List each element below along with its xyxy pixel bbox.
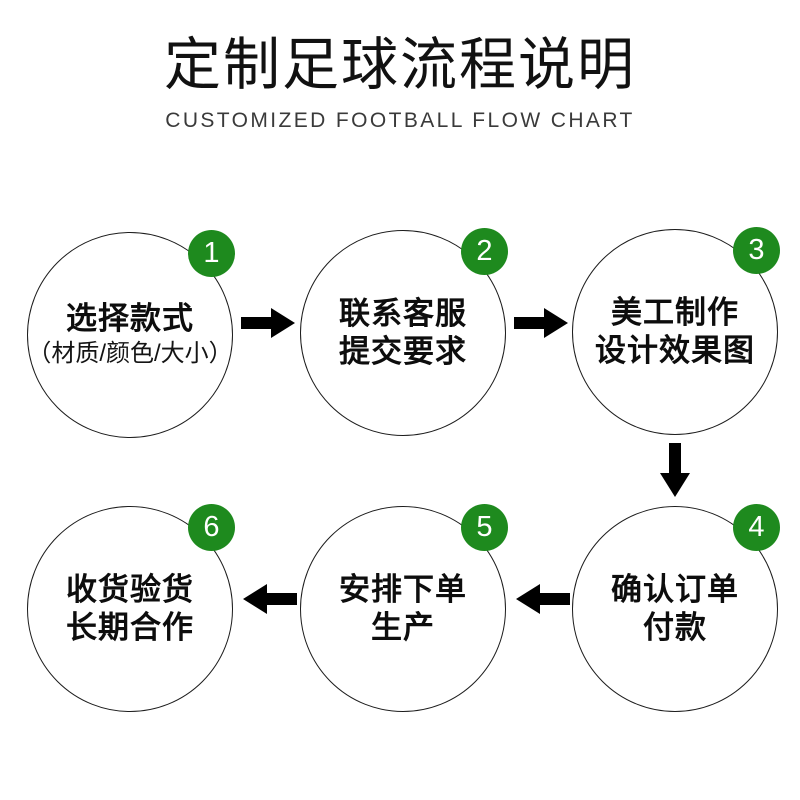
flow-node-1[interactable]: 选择款式 （材质/颜色/大小） 1 bbox=[27, 230, 235, 438]
flow-node-6-line1: 收货验货 bbox=[66, 572, 194, 607]
flow-node-2-badge: 2 bbox=[461, 228, 508, 275]
flow-node-5-line2: 生产 bbox=[371, 610, 435, 645]
arrow-right-icon-2-3 bbox=[514, 306, 570, 340]
flow-node-3-line1: 美工制作 bbox=[611, 295, 739, 330]
flow-node-6[interactable]: 收货验货 长期合作 6 bbox=[27, 504, 235, 712]
arrow-right-icon-1-2 bbox=[241, 306, 297, 340]
flow-node-1-line1: 选择款式 bbox=[66, 301, 194, 336]
arrow-left-icon-5-6 bbox=[241, 582, 297, 616]
flow-node-3[interactable]: 美工制作 设计效果图 3 bbox=[572, 227, 780, 435]
page-header: 定制足球流程说明 CUSTOMIZED FOOTBALL FLOW CHART bbox=[0, 32, 800, 134]
page-subtitle: CUSTOMIZED FOOTBALL FLOW CHART bbox=[165, 109, 635, 132]
flow-node-2-line2: 提交要求 bbox=[339, 334, 467, 369]
flow-node-4-line1: 确认订单 bbox=[611, 572, 739, 607]
page-title: 定制足球流程说明 bbox=[164, 33, 636, 97]
flow-node-1-badge: 1 bbox=[188, 230, 235, 277]
arrow-left-icon-4-5 bbox=[514, 582, 570, 616]
flow-node-6-badge: 6 bbox=[188, 504, 235, 551]
flow-node-3-line2: 设计效果图 bbox=[595, 333, 755, 368]
flow-node-2-text: 联系客服 提交要求 bbox=[288, 295, 518, 371]
flow-node-6-line2: 长期合作 bbox=[66, 610, 194, 645]
flow-node-4-badge: 4 bbox=[733, 504, 780, 551]
flow-node-6-text: 收货验货 长期合作 bbox=[15, 571, 245, 647]
flow-node-2-line1: 联系客服 bbox=[339, 296, 467, 331]
flow-node-5-line1: 安排下单 bbox=[339, 572, 467, 607]
arrow-down-icon-3-4 bbox=[658, 443, 692, 499]
flow-node-3-text: 美工制作 设计效果图 bbox=[560, 294, 790, 370]
flow-node-5[interactable]: 安排下单 生产 5 bbox=[300, 504, 508, 712]
flow-node-4-text: 确认订单 付款 bbox=[560, 571, 790, 647]
flow-node-3-badge: 3 bbox=[733, 227, 780, 274]
flow-node-5-badge: 5 bbox=[461, 504, 508, 551]
flow-node-1-line2: （材质/颜色/大小） bbox=[27, 340, 233, 367]
flow-node-1-text: 选择款式 （材质/颜色/大小） bbox=[15, 300, 245, 370]
flow-node-4-line2: 付款 bbox=[643, 610, 707, 645]
flow-node-5-text: 安排下单 生产 bbox=[288, 571, 518, 647]
flow-node-4[interactable]: 确认订单 付款 4 bbox=[572, 504, 780, 712]
flow-node-2[interactable]: 联系客服 提交要求 2 bbox=[300, 228, 508, 436]
